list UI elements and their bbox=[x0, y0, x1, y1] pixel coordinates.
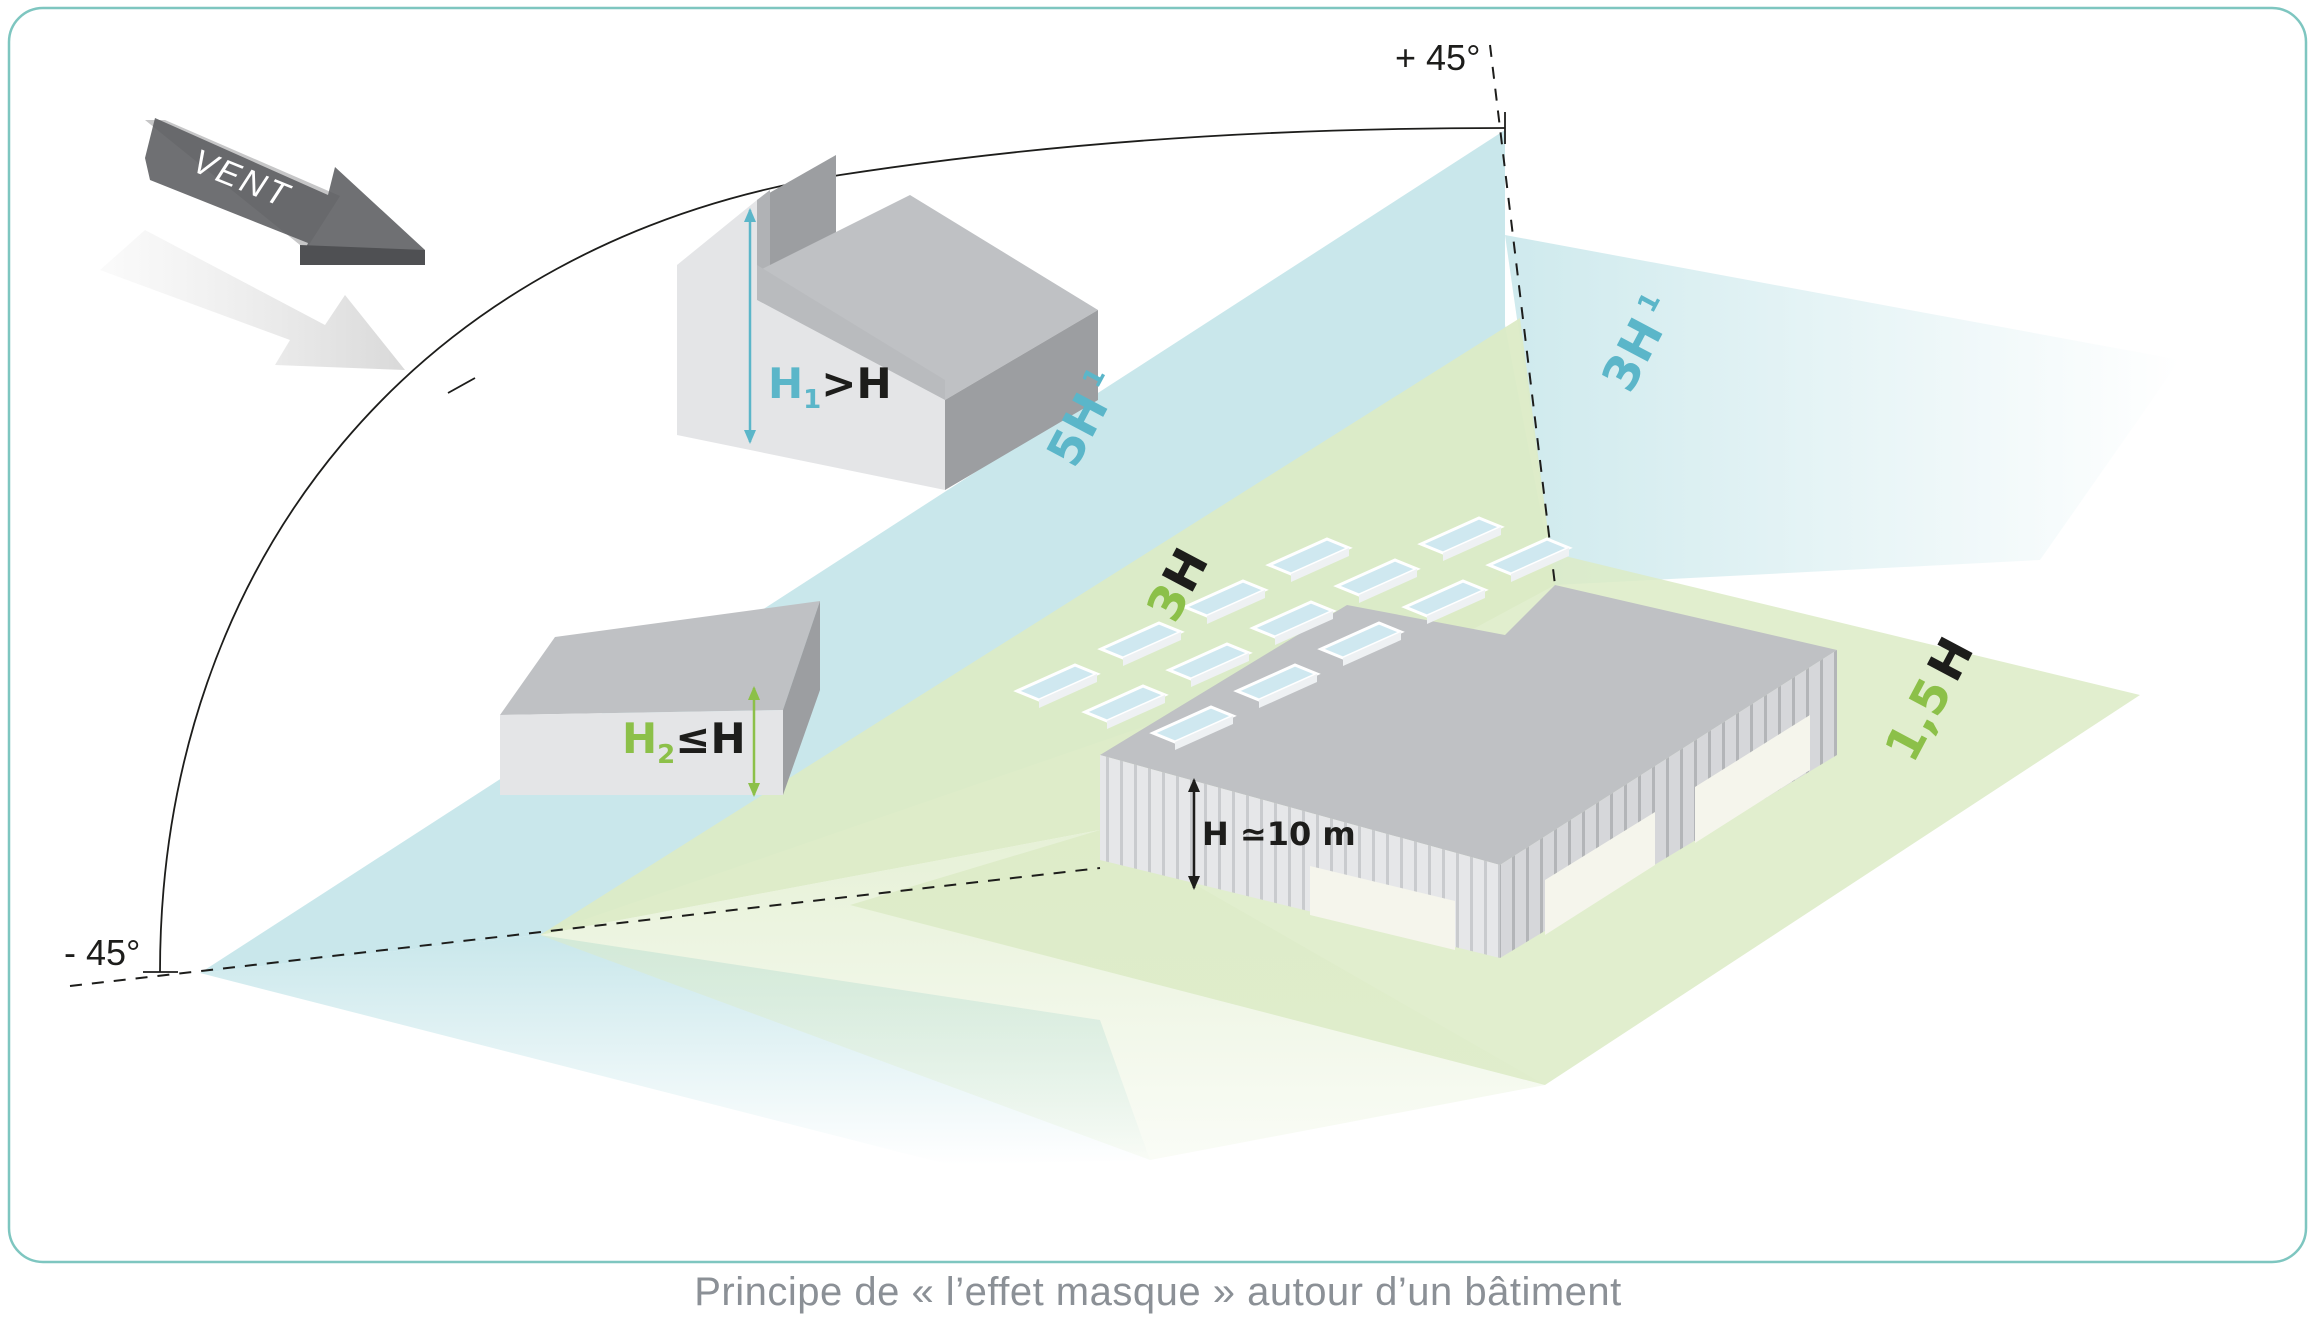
skylight-edge bbox=[1207, 590, 1265, 624]
h2-arrowhead-top bbox=[748, 686, 760, 700]
h2-arrowhead-bottom bbox=[748, 783, 760, 797]
main-h-arrowhead-bottom bbox=[1188, 876, 1200, 890]
plus-45-line bbox=[1489, 44, 1556, 586]
figure-caption: Principe de « l’effet masque » autour d’… bbox=[694, 1270, 1622, 1314]
minus-45-line bbox=[69, 867, 1101, 987]
main-door-right-2 bbox=[1695, 715, 1810, 843]
h1-arrowhead-top bbox=[744, 208, 756, 222]
main-height-label: H ≃10 m bbox=[1202, 815, 1356, 853]
skylight-edge bbox=[1259, 674, 1317, 708]
wind-arrow bbox=[145, 118, 425, 265]
skylight-edge bbox=[1343, 632, 1401, 666]
h1-label: H1>H bbox=[768, 359, 892, 415]
main-door-front bbox=[1310, 866, 1455, 950]
h1-arrowhead-bottom bbox=[744, 430, 756, 444]
skylight-edge bbox=[1359, 569, 1417, 603]
skylight-edge bbox=[1275, 611, 1333, 645]
building-h2 bbox=[500, 601, 820, 795]
h2-label: H2≤H bbox=[622, 714, 746, 770]
main-building bbox=[1100, 585, 1837, 958]
angle-arc bbox=[159, 127, 1506, 973]
skylight-edge bbox=[1123, 632, 1181, 666]
skylights bbox=[1013, 516, 1573, 750]
main-door-right bbox=[1545, 812, 1655, 935]
angle-plus-45-label: + 45° bbox=[1395, 37, 1480, 78]
building-h1 bbox=[677, 155, 1098, 490]
main-h-arrowhead-top bbox=[1188, 778, 1200, 792]
skylight-edge bbox=[1107, 695, 1165, 729]
zone-3h-area bbox=[540, 318, 1555, 935]
zone-15h-fade bbox=[540, 830, 1545, 1160]
skylight-edge bbox=[1175, 716, 1233, 750]
skylight-edge bbox=[1443, 527, 1501, 561]
zone-3h1-band bbox=[1505, 235, 2180, 585]
arc-tick-mid bbox=[447, 377, 476, 394]
skylight-edge bbox=[1427, 590, 1485, 624]
angle-minus-45-label: - 45° bbox=[64, 932, 140, 973]
wind-shadow-arrow bbox=[100, 230, 405, 370]
skylight-edge bbox=[1291, 548, 1349, 582]
skylight-edge bbox=[1191, 653, 1249, 687]
skylight-edge bbox=[1039, 674, 1097, 708]
skylight-edge bbox=[1511, 548, 1569, 582]
